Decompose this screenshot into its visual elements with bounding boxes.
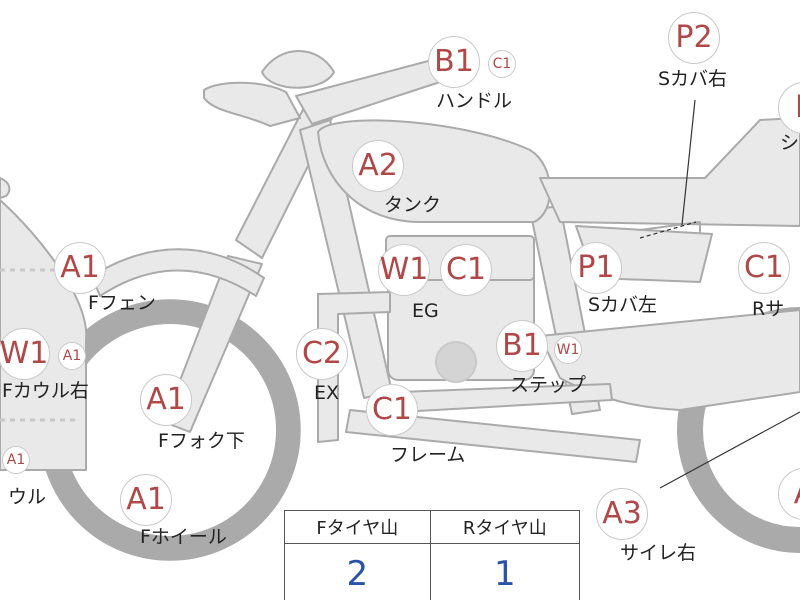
label-front-fork-lower: Fフォク下 xyxy=(158,430,245,452)
label-step: ステップ xyxy=(510,374,587,396)
rear-tire-value: 1 xyxy=(429,543,581,600)
badge-w1-step: W1 xyxy=(554,336,582,364)
badge-w1-engine: W1 xyxy=(378,244,430,296)
rear-wheel xyxy=(677,307,800,553)
badge-c1-rear: C1 xyxy=(738,242,790,294)
label-s-cover-left: Sカバ左 xyxy=(588,294,658,316)
leader-line-s-cover-b xyxy=(639,221,697,239)
badge-b1-handle: B1 xyxy=(428,36,480,88)
rear-tire-header: Rタイヤ山 xyxy=(429,510,581,544)
badge-a2: A2 xyxy=(352,140,404,192)
label-exhaust: EX xyxy=(314,382,340,404)
badge-c1-handle: C1 xyxy=(488,50,516,78)
front-fender xyxy=(91,248,265,297)
tire-tread-table: Fタイヤ山 Rタイヤ山 2 1 xyxy=(284,510,581,600)
label-front-cowl-right: Fカウル右 xyxy=(2,380,89,402)
badge-c1-frame: C1 xyxy=(366,384,418,436)
label-silencer-right: サイレ右 xyxy=(620,542,697,564)
handlebar xyxy=(203,81,301,127)
frame-lower xyxy=(345,409,641,463)
tire-table-value-row: 2 1 xyxy=(284,543,581,600)
label-engine: EG xyxy=(412,300,439,322)
badge-w1-cowl: W1 xyxy=(0,328,50,380)
leader-line-silencer xyxy=(659,411,800,489)
tire-table-header-row: Fタイヤ山 Rタイヤ山 xyxy=(284,510,581,544)
label-front-fender: Fフェン xyxy=(88,292,156,314)
badge-c1-engine: C1 xyxy=(440,244,492,296)
label-cowl-lower: ウル xyxy=(8,486,47,508)
front-cowl-tip xyxy=(0,177,11,199)
badge-p2: P2 xyxy=(668,12,720,64)
leader-line-s-cover xyxy=(681,99,696,226)
front-tire-header: Fタイヤ山 xyxy=(284,510,431,544)
badge-a1-cowl-lower: A1 xyxy=(2,446,30,474)
label-frame: フレーム xyxy=(390,444,466,466)
label-tank: タンク xyxy=(384,194,442,216)
badge-a1-cowl: A1 xyxy=(58,342,86,370)
badge-b1-step: B1 xyxy=(496,320,548,372)
label-seat: シ xyxy=(780,132,800,154)
badge-c2: C2 xyxy=(296,328,348,380)
badge-a1-fender: A1 xyxy=(54,242,106,294)
badge-a1-fork: A1 xyxy=(140,374,192,426)
label-rear-suspension: Rサ xyxy=(752,298,785,320)
badge-a1-wheel: A1 xyxy=(120,474,172,526)
label-front-wheel: Fホイール xyxy=(140,526,227,548)
seat xyxy=(539,117,800,227)
engine-cover xyxy=(435,341,477,383)
label-handle: ハンドル xyxy=(436,90,513,112)
headlight xyxy=(261,50,335,89)
badge-p1: P1 xyxy=(570,242,622,294)
badge-a3: A3 xyxy=(596,488,648,540)
label-s-cover-right: Sカバ右 xyxy=(658,68,728,90)
front-tire-value: 2 xyxy=(284,543,431,600)
